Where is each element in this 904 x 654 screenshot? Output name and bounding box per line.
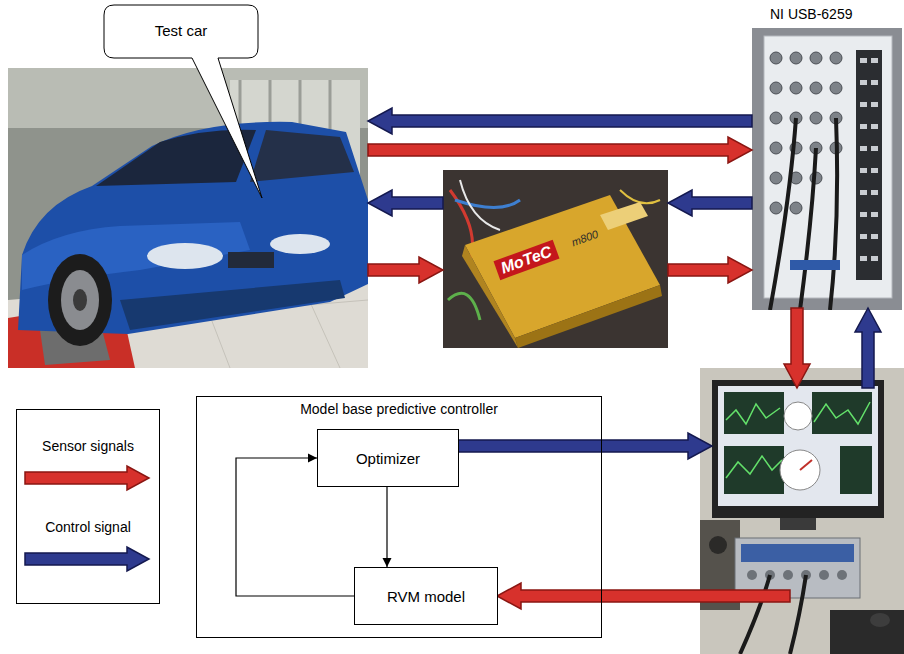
photo-panel: NI USB-6259 (752, 4, 902, 310)
legend-text: Control signal (17, 519, 159, 535)
callout-bubble (104, 5, 262, 198)
legend-arrow (25, 466, 149, 490)
photo-panel: Test car (8, 5, 368, 368)
text-holder: NI USB-6259 (770, 6, 852, 22)
legend-text: Sensor signals (17, 438, 159, 454)
signal-arrow (368, 190, 443, 216)
legend-arrow (25, 547, 149, 571)
block-arrow (368, 137, 752, 163)
signal-arrow (368, 137, 752, 163)
text-holder: MoTeC (495, 250, 558, 270)
legend-box: Sensor signalsControl signal (16, 409, 160, 604)
arrow-head (308, 454, 317, 463)
photo-panel: MoTeC m800 (443, 170, 668, 348)
text-holder: Model base predictive controller (197, 401, 601, 417)
block-arrow (368, 257, 443, 283)
process-box: RVM model (354, 567, 498, 625)
model-label: m800 (570, 228, 600, 249)
block-arrow (668, 257, 752, 283)
block-arrow (368, 108, 752, 134)
signal-arrow (368, 108, 752, 134)
signal-arrow (668, 257, 752, 283)
text-holder: m800 (571, 232, 599, 244)
signal-arrow (368, 257, 443, 283)
legend-swatch (23, 464, 153, 492)
block-arrow (668, 190, 752, 216)
callout-label: Test car (104, 22, 258, 39)
signal-arrow (668, 190, 752, 216)
arrow-head (383, 558, 392, 567)
device-label: NI USB-6259 (770, 6, 852, 22)
ecu-photo (443, 170, 668, 348)
flow-arrow (383, 487, 392, 567)
legend-swatch (23, 545, 153, 573)
daq-photo (752, 28, 902, 310)
box-label: Optimizer (350, 450, 426, 467)
text-holder: Test car (104, 22, 258, 39)
computer-photo (700, 368, 904, 654)
brand-label: MoTeC (493, 240, 559, 280)
car-photo (8, 68, 368, 368)
group-title: Model base predictive controller (197, 401, 601, 417)
box-label: RVM model (381, 588, 471, 605)
connector-line (386, 487, 387, 567)
process-box: Optimizer (317, 429, 459, 487)
controller-box: Model base predictive controllerOptimize… (196, 396, 602, 638)
signal-arrows (458, 308, 881, 609)
block-arrow (368, 190, 443, 216)
